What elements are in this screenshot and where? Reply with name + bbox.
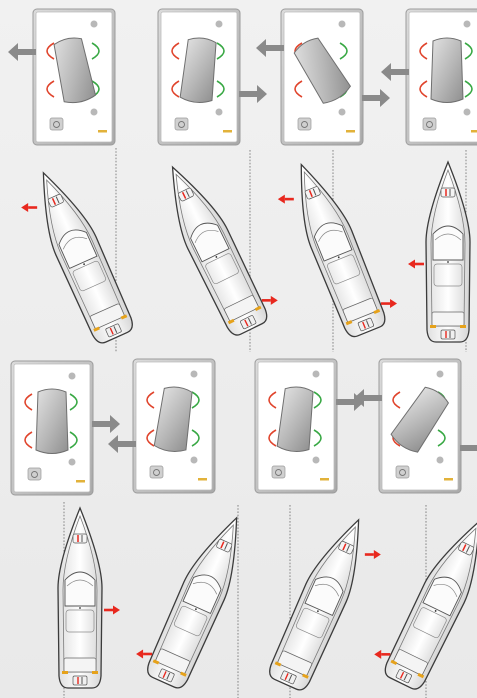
direction-arrow-left bbox=[8, 43, 36, 61]
thrust-arrows bbox=[408, 260, 424, 269]
power-icon bbox=[50, 118, 63, 130]
led-strip-icon bbox=[320, 478, 329, 481]
power-icon bbox=[298, 118, 311, 130]
power-icon bbox=[175, 118, 188, 130]
indicator-dot bbox=[464, 109, 471, 116]
control-panel bbox=[158, 9, 267, 145]
bow-hatch bbox=[441, 188, 455, 197]
stern-thrust-arrow-head bbox=[136, 649, 143, 658]
control-panel bbox=[256, 9, 390, 145]
indicator-dot bbox=[216, 21, 223, 28]
indicator-dot bbox=[437, 371, 444, 378]
led-strip-icon bbox=[76, 480, 85, 483]
indicator-dot bbox=[339, 21, 346, 28]
joystick bbox=[36, 389, 68, 454]
boat bbox=[58, 508, 102, 688]
bow-thrust-arrow-head bbox=[374, 550, 381, 559]
joystick-knob bbox=[36, 389, 68, 454]
power-icon bbox=[423, 118, 436, 130]
stern-thrust-arrow-head bbox=[390, 299, 397, 308]
power-icon bbox=[28, 468, 41, 480]
midship-thrust-arrow-head bbox=[113, 606, 120, 615]
power-icon bbox=[272, 466, 285, 478]
boat bbox=[153, 157, 271, 338]
joystick-knob bbox=[431, 38, 463, 103]
stern-deck bbox=[64, 658, 96, 672]
indicator-dot bbox=[91, 21, 98, 28]
cabin-top bbox=[65, 572, 95, 606]
led-strip-icon bbox=[471, 130, 477, 133]
boat bbox=[281, 156, 389, 339]
stern-hatch bbox=[73, 676, 87, 685]
control-panel bbox=[108, 359, 215, 493]
bow-hatch bbox=[73, 534, 87, 543]
stern-thruster-starboard bbox=[92, 671, 98, 674]
thrust-arrows bbox=[262, 296, 278, 305]
control-panel bbox=[354, 359, 477, 493]
cabin-top bbox=[433, 226, 463, 260]
indicator-dot bbox=[313, 457, 320, 464]
control-panel bbox=[8, 9, 115, 145]
control-panel bbox=[11, 361, 120, 495]
power-icon bbox=[396, 466, 409, 478]
control-panel bbox=[381, 9, 477, 145]
thrust-arrows bbox=[104, 606, 120, 615]
led-strip-icon bbox=[98, 130, 107, 133]
indicator-dot bbox=[191, 457, 198, 464]
indicator-dot bbox=[216, 109, 223, 116]
stern-thruster-starboard bbox=[460, 325, 466, 328]
indicator-dot bbox=[91, 109, 98, 116]
boat bbox=[23, 164, 136, 346]
stern-thrust-arrow-head bbox=[271, 296, 278, 305]
control-panel bbox=[255, 359, 364, 493]
direction-arrow-right bbox=[362, 89, 390, 107]
stern-thrust-arrow-head bbox=[374, 650, 381, 659]
direction-arrow-left bbox=[256, 39, 284, 57]
boat bbox=[265, 511, 378, 693]
direction-arrow-right bbox=[239, 85, 267, 103]
stern-thruster-port bbox=[430, 325, 436, 328]
boat bbox=[426, 162, 470, 342]
boat bbox=[143, 509, 256, 691]
led-strip-icon bbox=[346, 130, 355, 133]
direction-arrow-right bbox=[460, 439, 477, 457]
thrust-arrows bbox=[136, 649, 152, 658]
boat bbox=[381, 511, 477, 692]
indicator-dot bbox=[69, 373, 76, 380]
direction-arrow-left bbox=[108, 435, 136, 453]
indicator-dot bbox=[339, 109, 346, 116]
thrust-arrows bbox=[365, 550, 381, 559]
led-strip-icon bbox=[223, 130, 232, 133]
indicator-dot bbox=[313, 371, 320, 378]
led-strip-icon bbox=[444, 478, 453, 481]
bow-thrust-arrow-head bbox=[278, 195, 285, 204]
indicator-dot bbox=[69, 459, 76, 466]
midship-thrust-arrow-head bbox=[408, 260, 415, 269]
indicator-dot bbox=[437, 457, 444, 464]
power-icon bbox=[150, 466, 163, 478]
indicator-dot bbox=[464, 21, 471, 28]
stern-deck bbox=[432, 312, 464, 326]
direction-arrow-right bbox=[92, 415, 120, 433]
indicator-dot bbox=[191, 371, 198, 378]
stern-thruster-port bbox=[62, 671, 68, 674]
direction-arrow-left bbox=[381, 63, 409, 81]
bow-thrust-arrow-head bbox=[21, 203, 28, 212]
stern-hatch bbox=[441, 330, 455, 339]
thrust-arrows bbox=[21, 203, 37, 212]
joystick bbox=[431, 38, 463, 103]
led-strip-icon bbox=[198, 478, 207, 481]
center-point bbox=[79, 607, 81, 609]
center-point bbox=[447, 261, 449, 263]
